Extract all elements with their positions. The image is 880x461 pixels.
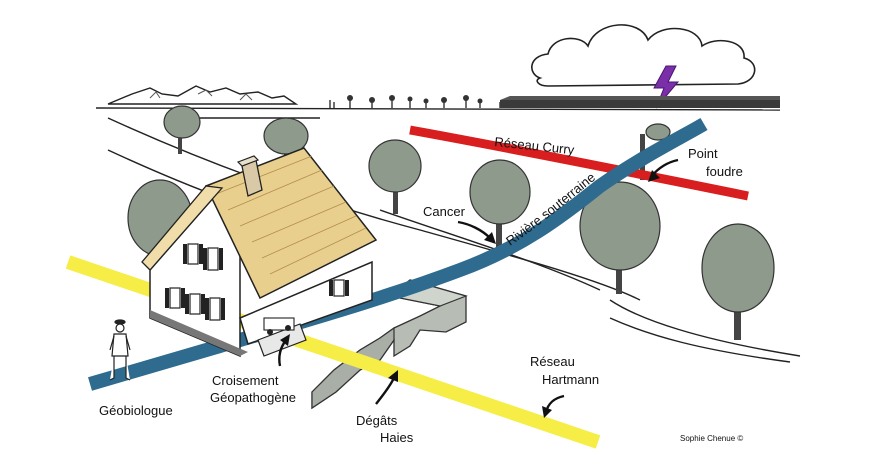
label-point-foudre-line2: foudre (706, 164, 743, 179)
tree-right-near-river (579, 181, 661, 294)
chimney (236, 155, 263, 197)
tree-mid (368, 139, 422, 214)
lightning-bolt-icon (653, 65, 680, 109)
label-degats-line1: Dégâts (356, 413, 398, 428)
horizon-treeline (95, 95, 781, 111)
tree-far-right (701, 223, 775, 340)
arrow-croisement (278, 334, 290, 367)
horizon-mountains (107, 85, 299, 105)
house (141, 147, 378, 358)
storm-cloud (531, 24, 756, 87)
label-reseau-hartmann-line2: Hartmann (542, 372, 599, 387)
label-credit: Sophie Chenue © (680, 434, 743, 443)
reseau-curry-line (409, 125, 749, 201)
label-degats-line2: Haies (380, 430, 414, 445)
label-croisement-line2: Géopathogène (210, 390, 296, 405)
arrow-cancer (457, 220, 496, 244)
label-point-foudre-line1: Point (688, 146, 718, 161)
label-cancer: Cancer (423, 204, 466, 219)
arrow-point-foudre (648, 158, 679, 182)
arrow-degats-haies (375, 370, 398, 405)
label-croisement-line1: Croisement (212, 373, 279, 388)
label-geobiologue: Géobiologue (99, 403, 173, 418)
hedge-wall (311, 279, 468, 410)
tree-far-left (163, 105, 201, 154)
label-reseau-hartmann-line1: Réseau (530, 354, 575, 369)
arrow-reseau-hartmann (542, 394, 565, 418)
geobiologist-figure (109, 319, 131, 381)
tree-cancer (469, 159, 531, 252)
